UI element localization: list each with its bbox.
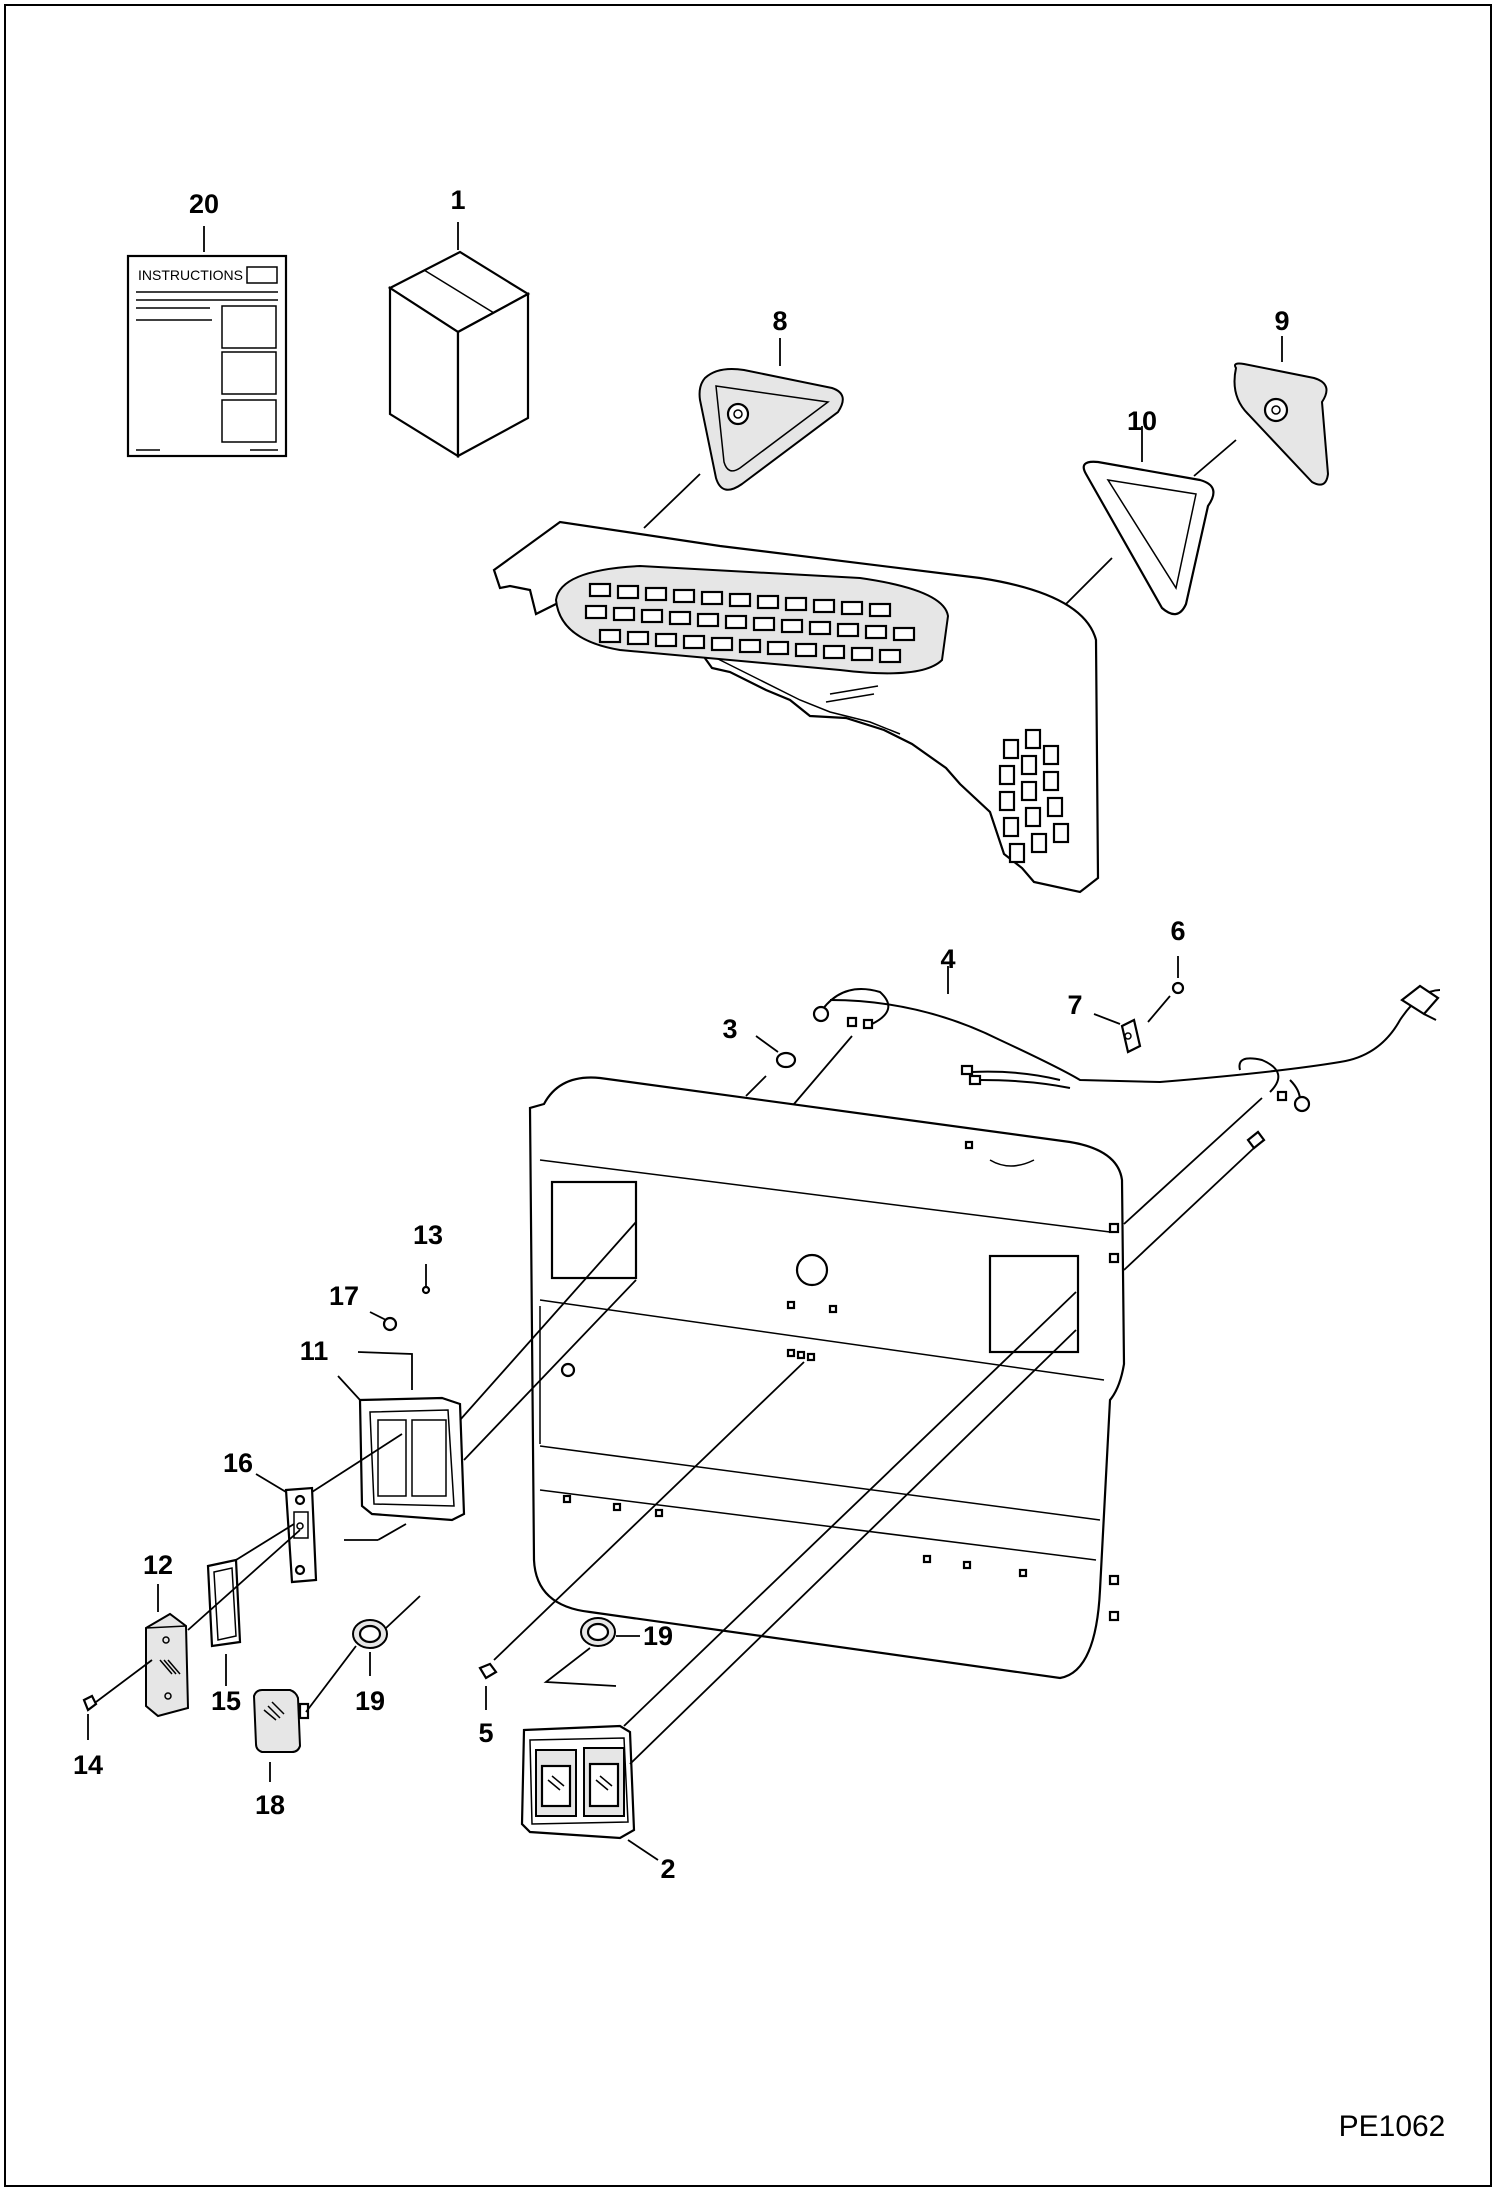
callout-9: 9	[1274, 306, 1289, 336]
callout-6: 6	[1170, 916, 1185, 946]
callout-1: 1	[450, 185, 465, 215]
callout-10: 10	[1127, 406, 1157, 436]
callout-5: 5	[478, 1718, 493, 1748]
gasket-part-15	[206, 1558, 242, 1648]
switch-panel-part-2	[520, 1724, 636, 1840]
callout-20: 20	[189, 189, 219, 219]
bushing-part-3	[775, 1051, 797, 1069]
callout-17: 17	[329, 1281, 359, 1311]
callout-7: 7	[1067, 990, 1082, 1020]
callout-18: 18	[255, 1790, 285, 1820]
switch-cover-part-18	[252, 1689, 310, 1753]
nut-part-17	[382, 1316, 398, 1332]
instructions-label: INSTRUCTIONS	[138, 267, 243, 283]
callout-19-right: 19	[643, 1621, 673, 1651]
callout-4: 4	[940, 944, 955, 974]
grommet-part-19-right	[580, 1617, 616, 1647]
callout-11: 11	[300, 1336, 329, 1366]
light-cover-right	[1233, 362, 1330, 486]
wiring-harness	[812, 984, 1441, 1113]
cab-headliner-panel	[492, 520, 1100, 894]
callout-14: 14	[73, 1750, 103, 1780]
box-part	[387, 250, 531, 458]
callout-19-left: 19	[355, 1686, 385, 1716]
lamp-part-12	[145, 1612, 190, 1718]
screw-part-13	[421, 1285, 431, 1295]
clip-part-7	[1120, 1018, 1142, 1054]
nut-part-6	[1171, 981, 1185, 995]
callout-13: 13	[413, 1220, 443, 1250]
side-grille	[998, 728, 1070, 864]
cab-rear-panel	[528, 1076, 1126, 1680]
switch-part-16	[284, 1486, 318, 1584]
light-cover-left	[698, 368, 844, 491]
screw-part-14	[82, 1694, 98, 1712]
callout-12: 12	[143, 1550, 173, 1580]
figure-id: PE1062	[1339, 2110, 1446, 2143]
instructions-sheet: INSTRUCTIONS	[126, 254, 288, 458]
callout-3: 3	[722, 1014, 737, 1044]
drawing-border	[4, 4, 1492, 2187]
gasket-triangle	[1082, 460, 1215, 616]
grommet-part-19-left	[352, 1619, 388, 1649]
callout-15: 15	[211, 1686, 241, 1716]
callout-8: 8	[772, 306, 787, 336]
callout-2: 2	[660, 1854, 675, 1884]
headliner-grille	[584, 582, 916, 664]
callout-16: 16	[223, 1448, 253, 1478]
switch-bezel	[358, 1396, 466, 1522]
plug-part-5	[478, 1662, 498, 1680]
